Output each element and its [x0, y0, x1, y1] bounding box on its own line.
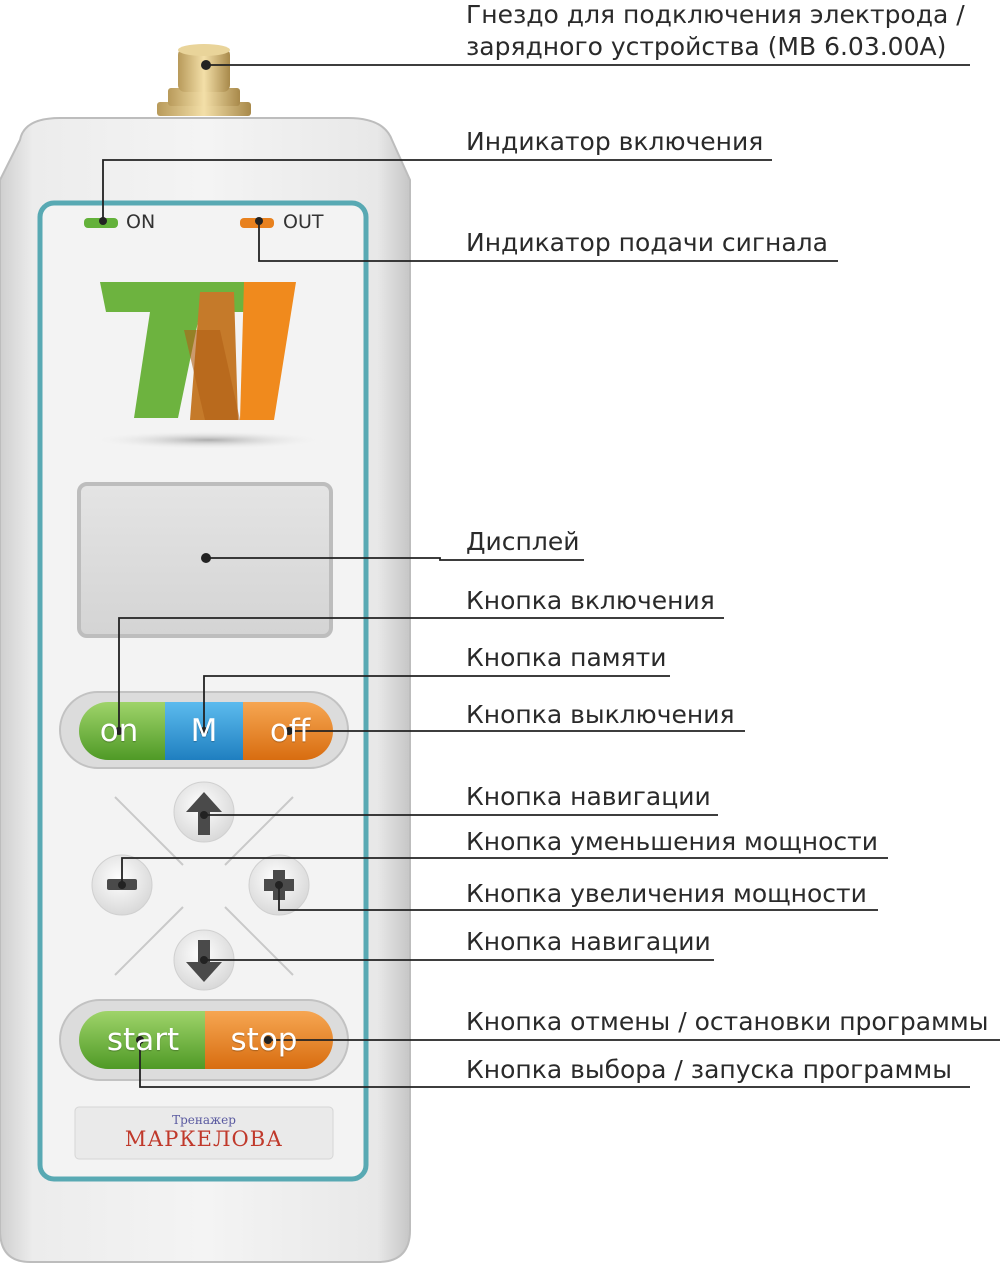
signal-led-label: OUT	[283, 211, 324, 233]
power-led-label: ON	[126, 211, 156, 233]
callout-power-down: Кнопка уменьшения мощности	[466, 827, 878, 856]
start-button[interactable]: start	[106, 1022, 180, 1058]
leader-dots	[99, 60, 293, 1044]
callout-on-button: Кнопка включения	[466, 586, 715, 615]
callout-nav-up: Кнопка навигации	[466, 782, 711, 811]
callout-signal-indicator: Индикатор подачи сигнала	[466, 228, 828, 257]
callout-start-button: Кнопка выбора / запуска программы	[466, 1055, 952, 1084]
callout-stop-button: Кнопка отмены / остановки программы	[466, 1007, 989, 1036]
stop-button[interactable]: stop	[230, 1022, 298, 1058]
callout-display: Дисплей	[466, 527, 580, 556]
brand-plate	[74, 1106, 334, 1160]
off-button[interactable]: off	[269, 713, 311, 749]
brand-subtitle: Тренажер	[172, 1113, 236, 1127]
nav-cross	[114, 796, 294, 976]
memory-button[interactable]: M	[190, 713, 218, 749]
callout-power-up: Кнопка увеличения мощности	[466, 879, 867, 908]
callout-nav-down: Кнопка навигации	[466, 927, 711, 956]
tm-logo	[83, 282, 333, 450]
callout-socket-line2: зарядного устройства (МВ 6.03.00А)	[466, 32, 947, 61]
callout-socket-line1: Гнездо для подключения электрода /	[466, 0, 965, 29]
leader-lines	[102, 64, 1000, 1088]
start-stop-group	[59, 999, 349, 1081]
callout-off-button: Кнопка выключения	[466, 700, 735, 729]
on-button[interactable]: on	[99, 713, 139, 749]
callout-power-indicator: Индикатор включения	[466, 127, 764, 156]
callout-memory-button: Кнопка памяти	[466, 643, 667, 672]
electrode-socket	[157, 44, 251, 116]
brand-name: МАРКЕЛОВА	[124, 1127, 284, 1151]
